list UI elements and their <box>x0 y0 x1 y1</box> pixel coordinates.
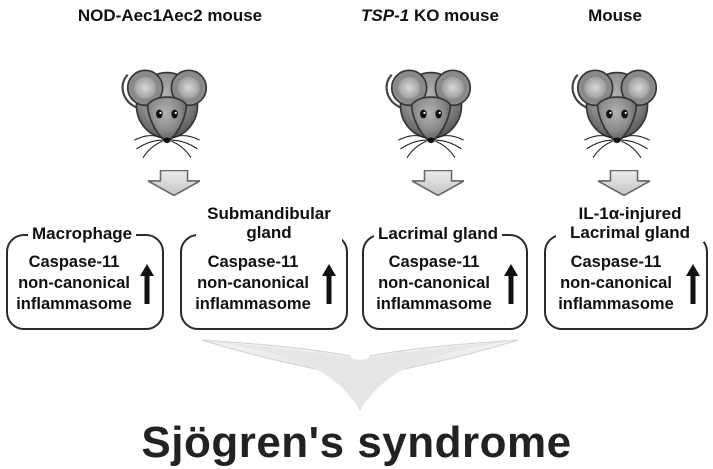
box-body-line: Caspase-11 <box>570 253 662 271</box>
box-title-line: IL-1α-injured <box>578 204 682 223</box>
converging-arrow-icon <box>201 339 519 412</box>
box-body-line: Caspase-11 <box>207 253 299 271</box>
box-title: Submandibular gland <box>196 204 342 242</box>
finding-box-submandibular <box>180 234 348 330</box>
outcome-title: Sjögren's syndrome <box>141 418 572 467</box>
box-body-line: non-canonical <box>18 274 130 292</box>
box-title-line: Submandibular <box>207 204 331 223</box>
box-body-line: inflammasome <box>558 295 674 313</box>
box-body-line: inflammasome <box>195 295 311 313</box>
up-arrow-icon <box>686 264 700 304</box>
box-body-line: inflammasome <box>376 295 492 313</box>
down-arrow-icon <box>148 170 200 196</box>
box-title-line: Macrophage <box>32 224 133 243</box>
up-arrow-icon <box>140 264 154 304</box>
box-title-line: Lacrimal gland <box>378 224 498 243</box>
box-body-line: Caspase-11 <box>28 253 120 271</box>
model-label-text: KO mouse <box>409 6 499 25</box>
down-arrow-icon <box>598 170 650 196</box>
box-body-line: non-canonical <box>560 274 672 292</box>
box-title: Lacrimal gland <box>374 224 502 243</box>
model-label-mouse: Mouse <box>560 6 670 26</box>
box-body-line: non-canonical <box>378 274 490 292</box>
box-body-line: non-canonical <box>197 274 309 292</box>
box-body-line: inflammasome <box>16 295 132 313</box>
model-label-nod: NOD-Aec1Aec2 mouse <box>40 6 300 26</box>
model-label-italic: TSP-1 <box>361 6 410 25</box>
model-label-tsp1: TSP-1 KO mouse <box>330 6 530 26</box>
finding-box-lacrimal <box>362 234 528 330</box>
down-arrow-icon <box>412 170 464 196</box>
box-body: Caspase-11 non-canonical inflammasome <box>366 252 502 315</box>
box-body: Caspase-11 non-canonical inflammasome <box>548 252 684 315</box>
up-arrow-icon <box>504 264 518 304</box>
model-label-text: NOD-Aec1Aec2 mouse <box>77 6 263 25</box>
mouse-icon <box>385 69 472 159</box>
box-title-line: gland <box>246 223 292 242</box>
box-body: Caspase-11 non-canonical inflammasome <box>10 252 138 315</box>
box-body: Caspase-11 non-canonical inflammasome <box>186 252 320 315</box>
finding-box-il1a-lacrimal <box>544 234 708 330</box>
mouse-icon <box>121 69 208 159</box>
up-arrow-icon <box>322 264 336 304</box>
box-body-line: Caspase-11 <box>388 253 480 271</box>
model-label-text: Mouse <box>588 6 642 25</box>
box-title-line: Lacrimal gland <box>570 223 690 242</box>
box-title: IL-1α-injured Lacrimal gland <box>556 204 704 242</box>
mouse-icon <box>571 69 658 159</box>
box-title: Macrophage <box>28 224 137 243</box>
